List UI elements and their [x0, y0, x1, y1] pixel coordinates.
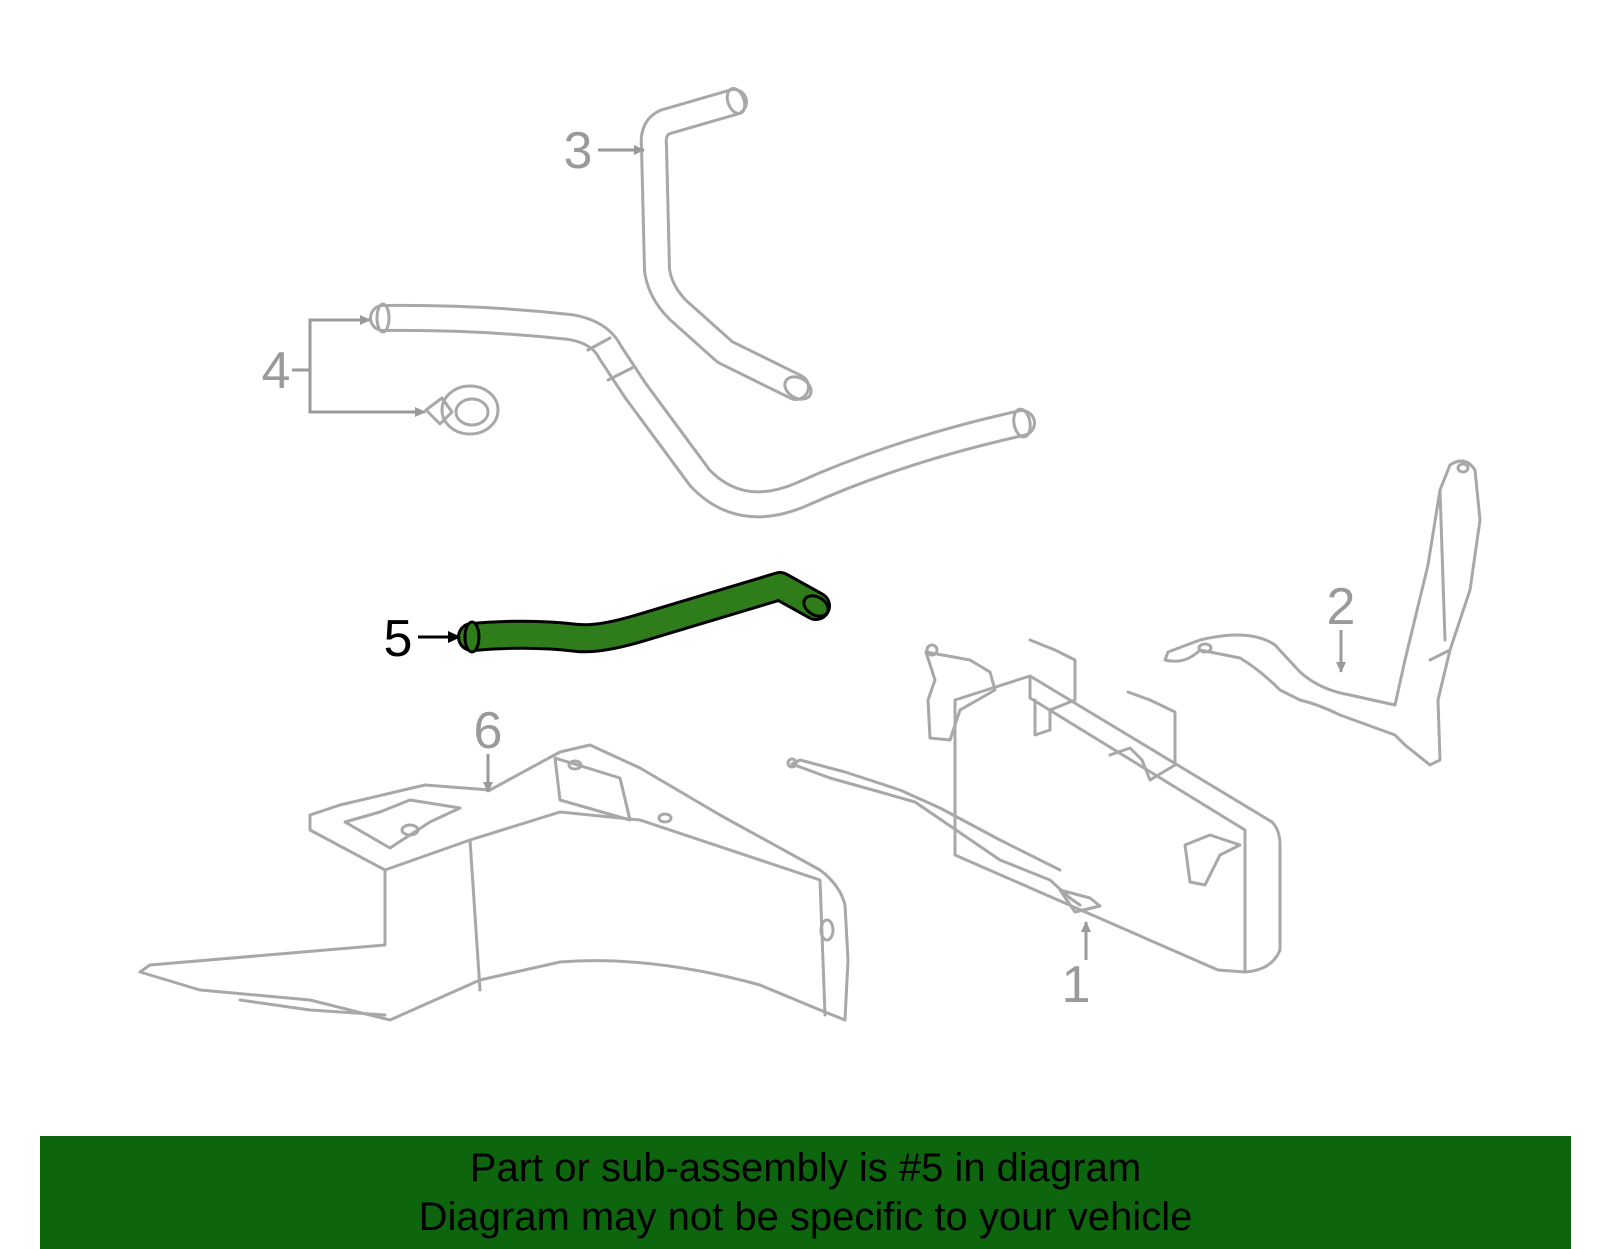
callout-2: 2 [1327, 578, 1356, 673]
callout-3-label: 3 [564, 122, 593, 180]
callout-1-label: 1 [1062, 956, 1091, 1014]
callout-6-label: 6 [474, 702, 503, 760]
banner-line-1: Part or sub-assembly is #5 in diagram [469, 1146, 1142, 1190]
part-5-hose[interactable] [457, 571, 832, 654]
callout-3: 3 [564, 122, 645, 180]
callout-4-label: 4 [262, 342, 291, 400]
part-4-clamp[interactable] [424, 384, 500, 436]
callout-4: 4 [262, 315, 426, 417]
callout-5-label: 5 [384, 610, 413, 668]
part-6-shroud[interactable] [138, 743, 850, 1022]
info-banner: Part or sub-assembly is #5 in diagram Di… [40, 1136, 1571, 1249]
part-4-hose[interactable] [369, 302, 1036, 519]
callout-1: 1 [1062, 921, 1091, 1014]
callout-4-arrow-hose [292, 315, 371, 372]
banner-line-2: Diagram may not be specific to your vehi… [418, 1195, 1193, 1239]
callout-6: 6 [474, 702, 503, 793]
part-1-cooler[interactable] [786, 638, 1282, 974]
part-3-hose[interactable] [639, 86, 815, 404]
callout-2-label: 2 [1327, 578, 1356, 636]
callout-4-arrow-clamp [308, 370, 426, 417]
callout-5: 5 [384, 610, 461, 668]
part-2-bracket[interactable] [1163, 459, 1482, 767]
